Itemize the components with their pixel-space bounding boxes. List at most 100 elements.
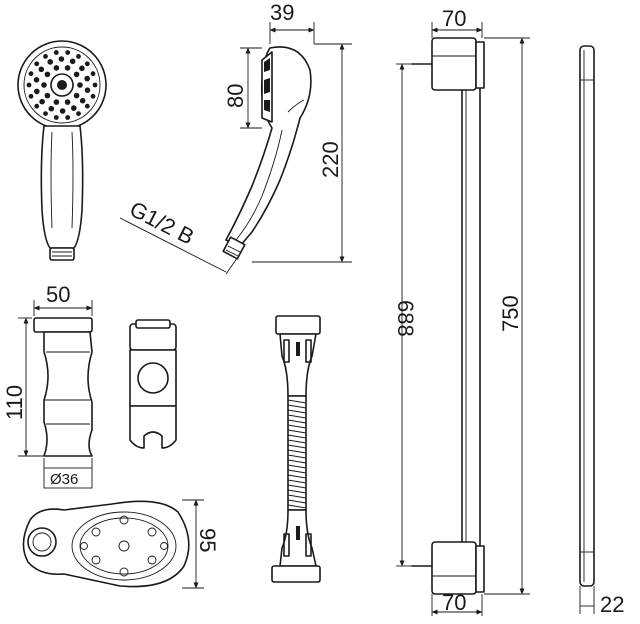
dim-22-label: 22: [600, 592, 624, 617]
nozzle: [43, 111, 48, 116]
hose-coil-line: [287, 459, 307, 464]
nozzle: [92, 82, 98, 88]
handshower-front-view: [17, 40, 107, 261]
nozzle: [48, 105, 55, 112]
nozzle: [79, 97, 86, 104]
hose-coil-line: [287, 479, 307, 484]
shower-hose: [271, 315, 321, 583]
rail-side-view: [579, 45, 595, 587]
slider-side-view: [33, 317, 93, 457]
nozzle: [44, 92, 51, 99]
nozzle: [64, 65, 71, 71]
drain-hole: [147, 527, 157, 537]
drain-hole: [119, 567, 129, 577]
nozzle: [59, 108, 66, 114]
dim-70-bottom-label: 70: [442, 590, 466, 615]
hose-coil-line: [287, 469, 307, 474]
dim-rail-top-bracket: 70: [431, 6, 483, 38]
nozzle: [79, 65, 85, 72]
nozzle: [39, 98, 45, 105]
nozzle: [44, 71, 51, 78]
nozzle: [76, 111, 81, 116]
nozzle: [43, 54, 48, 59]
hose-coil-line: [287, 499, 307, 504]
dim-handshower-length: 220: [252, 43, 352, 263]
nozzle: [34, 103, 40, 109]
soap-dish-drain-holes: [80, 515, 168, 577]
dim-slider-width: 50: [33, 282, 93, 316]
dim-70-top-label: 70: [442, 6, 466, 31]
slider-front-view: [129, 319, 177, 449]
dim-220-label: 220: [318, 141, 343, 178]
nozzle: [53, 50, 59, 55]
dim-slider-bore: Ø36: [43, 458, 93, 489]
dim-rail-bottom-bracket: 70: [431, 590, 483, 616]
nozzle: [38, 66, 45, 73]
nozzle: [64, 99, 71, 105]
hose-coil-line: [287, 399, 307, 404]
drain-hole: [147, 555, 157, 565]
nozzle: [65, 50, 71, 55]
hose-coil-line: [287, 429, 307, 434]
nozzle: [28, 93, 34, 99]
soap-dish: [22, 500, 190, 588]
nozzle: [28, 71, 34, 77]
nozzle: [77, 82, 83, 88]
nozzle: [34, 88, 40, 95]
dim-95-label: 95: [195, 528, 220, 552]
nozzle: [84, 61, 90, 67]
hose-coil-line: [287, 419, 307, 424]
hose-coil-line: [287, 449, 307, 454]
nozzle: [41, 82, 47, 88]
dim-soap-dish-height: 95: [182, 499, 220, 589]
nozzle: [53, 115, 59, 120]
hose-coil-line: [287, 454, 307, 459]
hose-coil-line: [287, 414, 307, 419]
nozzle: [34, 61, 40, 67]
nozzle: [73, 71, 80, 78]
hose-coils: [287, 399, 307, 509]
nozzle: [69, 58, 76, 65]
drain-hole: [91, 555, 101, 565]
dim-80-label: 80: [223, 84, 248, 108]
dim-rail-diameter: 22: [579, 586, 624, 617]
dim-39-label: 39: [270, 0, 294, 25]
hose-coil-line: [287, 424, 307, 429]
nozzle: [84, 75, 90, 82]
dim-50-label: 50: [46, 282, 70, 307]
nozzle: [58, 56, 65, 62]
drain-hole: [80, 542, 88, 550]
drain-hole: [118, 540, 130, 552]
hose-coil-line: [287, 494, 307, 499]
hose-coil-line: [287, 474, 307, 479]
drain-hole: [160, 542, 168, 550]
dim-handshower-head: 80: [223, 47, 262, 129]
drain-hole: [119, 515, 129, 525]
hose-coil-line: [287, 484, 307, 489]
hose-coil-line: [287, 444, 307, 449]
hose-coil-line: [287, 434, 307, 439]
dim-bore-label: Ø36: [50, 471, 78, 488]
nozzle: [73, 92, 80, 99]
dim-750-label: 750: [498, 295, 523, 332]
dim-110-label: 110: [2, 385, 27, 420]
dim-rail-centers: 688: [393, 63, 418, 567]
nozzle: [53, 99, 60, 105]
hose-coil-line: [287, 489, 307, 494]
nozzle: [33, 77, 40, 83]
thread-spec-label: G1/2 B: [126, 196, 198, 249]
dim-handshower-width: 39: [269, 0, 315, 44]
nozzle: [71, 105, 77, 111]
rail-front-view: [411, 37, 485, 595]
nozzle: [84, 103, 90, 109]
hose-coil-line: [287, 409, 307, 414]
dim-rail-length: 750: [484, 37, 530, 595]
hose-coil-line: [287, 464, 307, 469]
dim-thread: G1/2 B: [119, 196, 241, 275]
nozzle: [90, 93, 96, 99]
nozzle: [53, 65, 60, 71]
nozzle-pattern: [26, 50, 98, 120]
nozzle: [26, 82, 32, 88]
nozzle: [84, 87, 91, 93]
